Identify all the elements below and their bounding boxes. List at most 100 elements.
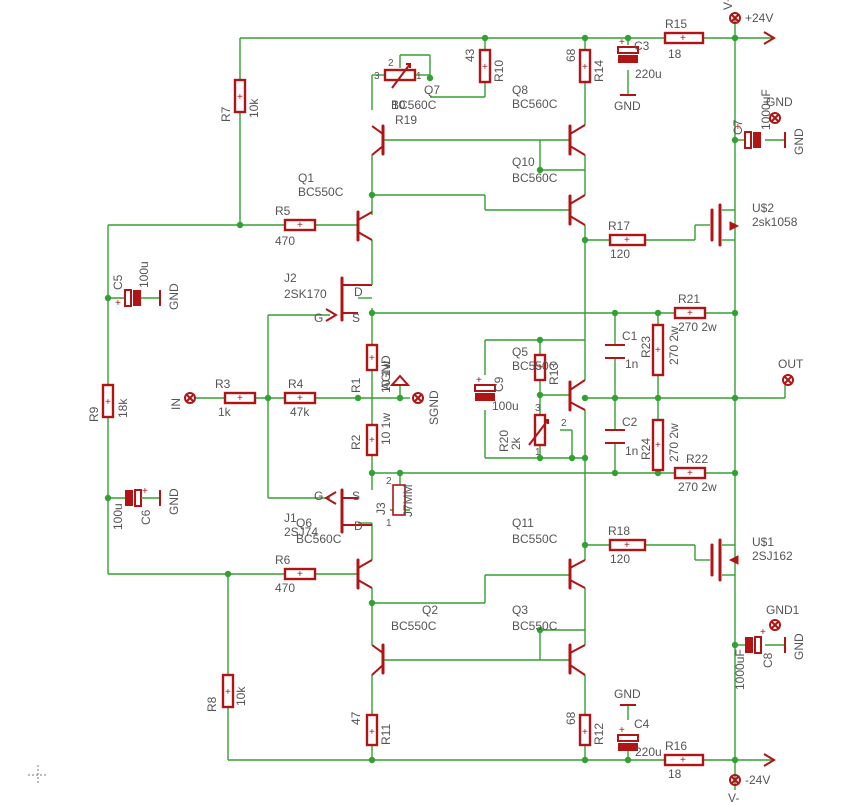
r2-ref: R2 (349, 434, 363, 450)
r1-ref: R1 (349, 377, 363, 393)
r4-ref: R4 (288, 377, 304, 391)
r21-value: 270 2w (678, 320, 717, 334)
j3-pin2: 2 (386, 476, 392, 487)
transistor-q5: Q5 BC550C (512, 340, 586, 412)
j2-pin-s: S (352, 311, 360, 325)
c5-gnd: GND (167, 283, 181, 310)
transistor-q6: Q6 BC560C (296, 516, 373, 590)
jfet-j2: J2 2SK170 D G S (284, 271, 373, 325)
r20-pin1: 1 (535, 447, 541, 458)
j2-value: 2SK170 (284, 287, 327, 301)
origin-crosshair (28, 765, 48, 785)
resistor-r21: + R21 270 2w (673, 292, 717, 334)
j3-ref: J3 (374, 502, 388, 515)
resistor-r5: + R5 470 (275, 204, 317, 248)
q1-value: BC550C (298, 185, 344, 199)
j2-ref: J2 (284, 271, 297, 285)
c8-gnd-pad: GND1 (766, 603, 800, 617)
r21-ref: R21 (678, 292, 700, 306)
c9-ref: C9 (492, 376, 506, 392)
c3-gnd: GND (614, 99, 641, 113)
r16-value: 18 (668, 767, 682, 781)
u1-ref: U$1 (752, 535, 774, 549)
transistor-q3: Q3 BC550C (512, 603, 586, 676)
q6-value: BC560C (296, 532, 342, 546)
svg-text:+: + (237, 393, 243, 404)
c1-value: 1n (625, 357, 638, 371)
j1-pin-s: S (352, 489, 360, 503)
svg-text:+: + (369, 353, 375, 364)
q8-ref: Q8 (512, 83, 528, 97)
resistor-r15: + R15 18 (663, 17, 705, 61)
c6-gnd: GND (167, 488, 181, 515)
r3-ref: R3 (215, 377, 231, 391)
resistor-r22: + R22 270 2w (673, 452, 717, 494)
j2-pin-g: G (314, 311, 323, 325)
q3-value: BC550C (512, 619, 558, 633)
r16-ref: R16 (665, 739, 687, 753)
vplus-value: +24V (745, 11, 773, 25)
r20-pin2: 2 (561, 418, 567, 429)
agnd-label: AGND (379, 355, 393, 390)
r17-value: 120 (610, 247, 630, 261)
resistor-r7: + R7 10k (219, 78, 261, 122)
r10-ref: R10 (492, 60, 506, 82)
r8-ref: R8 (205, 696, 219, 712)
q3-ref: Q3 (512, 603, 528, 617)
vplus-label: V+ (721, 0, 735, 10)
resistor-r16: + R16 18 (663, 739, 705, 781)
svg-text:+: + (297, 569, 303, 580)
c2-value: 1n (625, 444, 638, 458)
resistor-r2: + R2 10 1w (349, 413, 393, 457)
vminus-label: V- (728, 791, 739, 805)
j1-pin-d: D (354, 519, 363, 533)
r14-ref: R14 (592, 60, 606, 82)
sgnd-label: SGND (427, 390, 441, 425)
r19-pin1: 1 (416, 71, 422, 82)
r10-value: 43 (463, 48, 477, 62)
r23-ref: R23 (639, 336, 653, 358)
output-pad[interactable]: OUT (778, 357, 804, 386)
j3-pin1: 1 (386, 518, 392, 529)
r15-ref: R15 (665, 17, 687, 31)
capacitor-c9: + C9 100u (474, 375, 519, 413)
q8-value: BC560C (512, 97, 558, 111)
svg-text:+: + (142, 486, 148, 497)
resistor-r18: + R18 120 (608, 524, 647, 566)
r24-ref: R24 (639, 438, 653, 460)
svg-text:+: + (655, 440, 661, 451)
svg-text:+: + (619, 725, 625, 736)
c2-ref: C2 (622, 415, 638, 429)
r2-value: 10 1w (379, 413, 393, 445)
resistor-r10: + R10 43 (463, 48, 506, 84)
r18-ref: R18 (608, 524, 630, 538)
r19-pin2: 2 (388, 58, 394, 69)
in-label: IN (169, 398, 183, 410)
r12-value: 68 (564, 711, 578, 725)
c7-ref: C7 (731, 119, 745, 135)
q10-ref: Q10 (512, 155, 535, 169)
mosfet-u1: U$1 2SJ162 (710, 535, 793, 582)
c7-gnd-pad: GND (766, 95, 793, 109)
svg-text:+: + (369, 435, 375, 446)
transistor-q1: Q1 BC550C (298, 171, 373, 242)
capacitor-c1: C1 1n (605, 329, 638, 371)
agnd-symbol: AGND (379, 355, 411, 390)
input-pad[interactable]: IN (169, 392, 196, 410)
q7-value: BC560C (391, 98, 437, 112)
c5-value: 100u (137, 261, 151, 288)
r22-ref: R22 (686, 452, 708, 466)
r11-value: 47 (349, 711, 363, 725)
r19-ref: R19 (395, 113, 417, 127)
sgnd-pad[interactable]: SGND (412, 390, 441, 425)
q7-ref: Q7 (424, 83, 440, 97)
u2-value: 2sk1058 (752, 215, 798, 229)
c6-value: 100u (111, 503, 125, 530)
transistor-q7: Q7 BC560C (371, 83, 440, 195)
r6-ref: R6 (275, 553, 291, 567)
svg-text:+: + (297, 220, 303, 231)
r18-value: 120 (610, 552, 630, 566)
jfet-j1: J1 2SJ74 D G S (284, 488, 372, 539)
transistor-q8: Q8 BC560C (512, 83, 586, 156)
